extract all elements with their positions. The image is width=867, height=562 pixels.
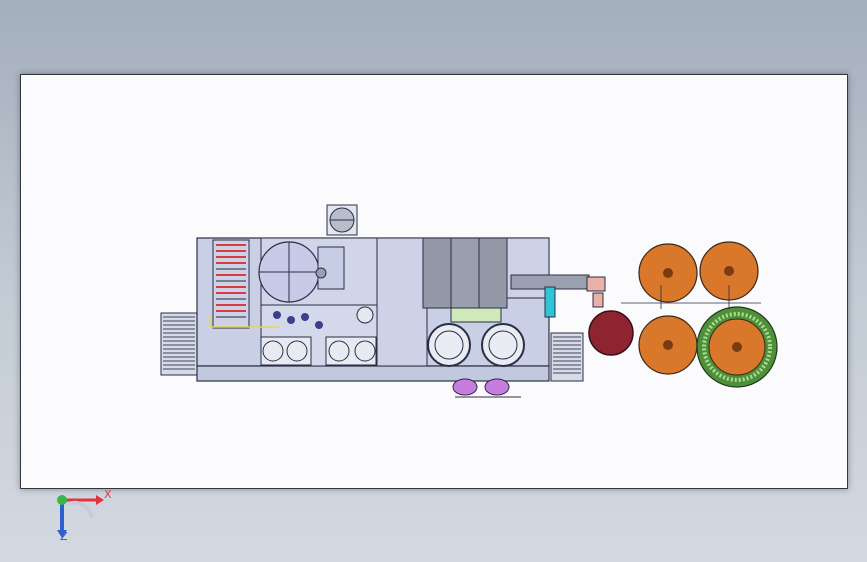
coordinate-triad: X Z Y <box>44 482 124 544</box>
fan-row <box>260 336 377 366</box>
connection-lines <box>621 285 761 309</box>
twin-drum-heads <box>427 307 525 367</box>
graphics-viewport[interactable] <box>20 74 848 489</box>
radiator-panel <box>212 239 250 329</box>
valve-row <box>210 306 374 329</box>
left-fin-radiator <box>160 312 198 376</box>
purple-filters <box>452 378 521 398</box>
cad-model-drawing[interactable] <box>21 75 847 488</box>
copper-tank-group <box>638 241 759 375</box>
pipe-connectors <box>510 274 606 318</box>
coil-tank <box>696 306 778 388</box>
x-axis-label: X <box>104 488 112 501</box>
control-cabinets <box>422 237 550 309</box>
pressure-vessel <box>588 310 634 356</box>
right-fin-radiator <box>550 332 584 382</box>
z-axis-label: Z <box>60 530 68 543</box>
large-fan-assembly <box>258 241 345 303</box>
top-fan-assembly <box>326 204 358 236</box>
